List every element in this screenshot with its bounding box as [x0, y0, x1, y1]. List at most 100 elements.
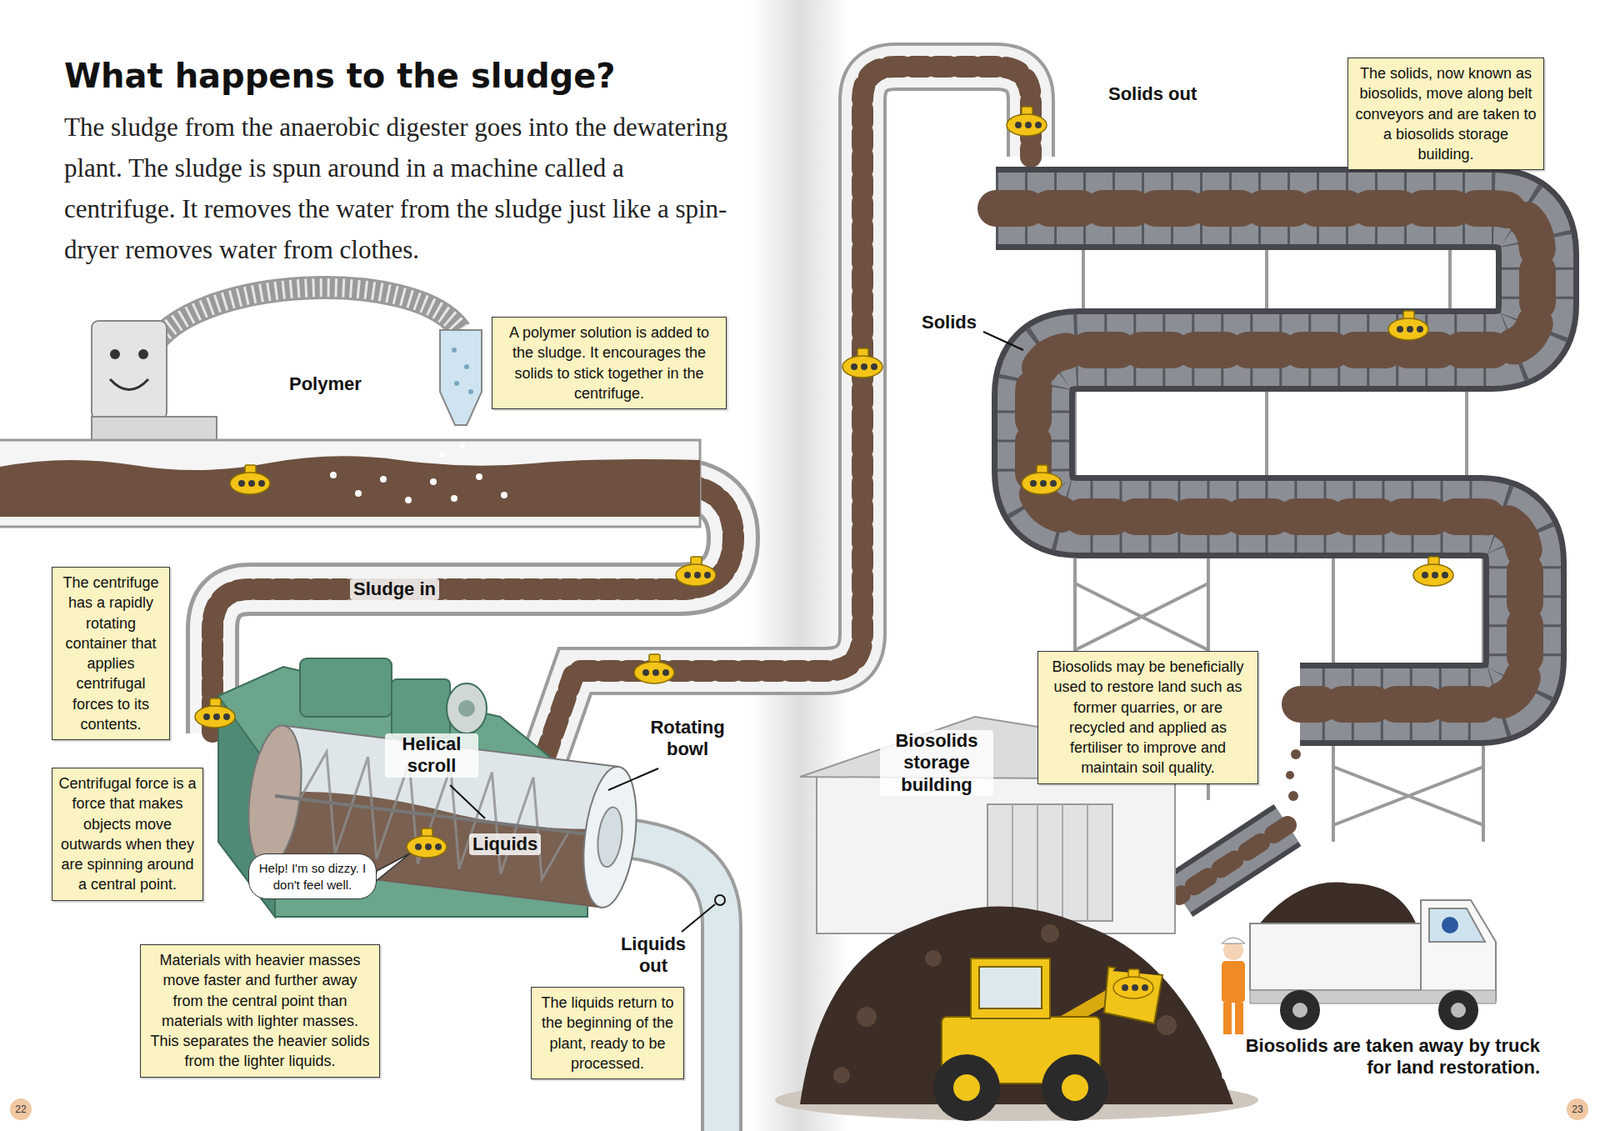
- front-loader-part: [970, 958, 1050, 1019]
- submarines-part: [1388, 310, 1429, 340]
- submarines-part: [195, 698, 235, 728]
- intro-text: The sludge from the anaerobic digester g…: [64, 106, 740, 270]
- speech-bubble: Help! I'm so dizzy. I don't feel well.: [248, 853, 377, 900]
- submarines-part: [1006, 106, 1047, 136]
- sludge-pipe-part: [330, 471, 337, 479]
- biosolids-pile-part: [833, 1066, 850, 1084]
- centrifuge-part: [446, 683, 487, 734]
- belt-conveyor-part: [995, 208, 1538, 705]
- conveyor-legs-part: [1448, 250, 1452, 317]
- worker-part: [1223, 1002, 1232, 1035]
- sludge-pipe-part: [439, 451, 445, 457]
- page-number: 23: [1566, 1098, 1589, 1120]
- bubble-tail: [375, 853, 410, 882]
- page-number: 22: [10, 1098, 32, 1120]
- conveyor-legs-part: [1333, 766, 1484, 825]
- submarines-part: [675, 556, 716, 586]
- callout-box: The liquids return to the beginning of t…: [530, 986, 685, 1080]
- front-loader-part: [1061, 1074, 1089, 1101]
- belt-conveyor-part: [995, 208, 1538, 705]
- centrifuge-part-part: [595, 805, 626, 869]
- callout-box: The solids, now known as biosolids, move…: [1347, 57, 1545, 170]
- callout-text: The liquids return to the beginning of t…: [537, 992, 678, 1074]
- belt-conveyor-part: [995, 208, 1538, 705]
- part-label: Polymer: [285, 373, 365, 395]
- liquids-pipe-part: [610, 836, 722, 1131]
- callout-text: Centrifugal force is a force that makes …: [58, 773, 197, 895]
- belt-conveyor-part: [1285, 770, 1295, 780]
- polymer-machine-part: [110, 379, 149, 390]
- part-label: Rotating bowl: [635, 716, 740, 761]
- belt-conveyor-part: [1179, 825, 1288, 896]
- note-text: Biosolids are taken away by truck for la…: [1221, 1035, 1544, 1080]
- centrifuge-part: [458, 700, 475, 717]
- callout-box: The centrifuge has a rapidly rotating co…: [51, 566, 170, 740]
- callout-box: A polymer solution is added to the sludg…: [491, 316, 727, 410]
- sludge-pipe-part: [430, 478, 437, 485]
- front-loader-part: [933, 1054, 1000, 1121]
- part-label: Liquids: [469, 833, 541, 855]
- leader-lines-part: [983, 331, 1024, 350]
- submarines-part: [1113, 969, 1154, 999]
- leader-lines: [450, 331, 1024, 932]
- belt-conveyor-part: [1179, 825, 1288, 896]
- truck-part: [1250, 923, 1421, 990]
- callout-text: The solids, now known as biosolids, move…: [1354, 63, 1538, 165]
- polymer-machine-part: [138, 349, 149, 360]
- polymer-machine-part: [454, 380, 460, 386]
- conveyor-legs-part: [1075, 583, 1209, 650]
- sludge-pipe-part: [405, 496, 412, 504]
- polymer-machine-part: [91, 416, 217, 442]
- callout-text: Biosolids may be beneficially used to re…: [1044, 656, 1252, 779]
- callout-box: Biosolids may be beneficially used to re…: [1037, 650, 1259, 785]
- leader-lines-part: [450, 785, 485, 819]
- centrifuge-part: [300, 658, 392, 717]
- polymer-machine-part: [464, 364, 470, 370]
- sludge-pipe-part: [475, 473, 483, 480]
- truck-part: [1438, 990, 1479, 1030]
- page-title: What happens to the sludge?: [64, 56, 615, 95]
- conveyor-legs-part: [1465, 391, 1469, 484]
- callout-text: Materials with heavier masses move faste…: [146, 950, 374, 1072]
- biosolids-pile: [775, 906, 1259, 1122]
- sludge-pipe-part: [0, 455, 700, 517]
- biosolids-pile-part: [925, 950, 942, 967]
- worker-part: [1235, 1002, 1244, 1035]
- biosolids-pile-part: [800, 906, 1234, 1105]
- truck-part: [1450, 1002, 1466, 1018]
- truck-part: [1429, 908, 1485, 942]
- sludge-pipe-part: [450, 495, 458, 502]
- part-label: Helical scroll: [385, 733, 479, 778]
- conveyor-legs-part: [1265, 391, 1269, 484]
- front-loader: [933, 958, 1163, 1121]
- polymer-machine-part: [468, 389, 474, 395]
- conveyor-legs-part: [1265, 250, 1269, 317]
- part-label: Liquids out: [606, 933, 700, 978]
- leader-lines-part: [715, 895, 725, 905]
- page-fold: [750, 0, 850, 1131]
- polymer-machine-part: [440, 330, 482, 425]
- truck-part: [1258, 882, 1417, 925]
- callout-box: Materials with heavier masses move faste…: [140, 944, 380, 1078]
- leader-lines-part: [681, 904, 715, 932]
- front-loader-part: [979, 966, 1042, 1009]
- worker: [1221, 937, 1245, 1035]
- truck: [1250, 882, 1496, 1030]
- belt-conveyor-part: [1288, 790, 1299, 801]
- belt-conveyor-part: [1179, 825, 1288, 896]
- callout-box: Centrifugal force is a force that makes …: [51, 767, 204, 901]
- truck-part: [1292, 1002, 1308, 1018]
- submarines-part: [406, 828, 447, 858]
- centrifuge-part-part: [576, 763, 644, 910]
- part-label: Solids out: [1105, 83, 1200, 105]
- part-label: Biosolids storage building: [880, 730, 994, 796]
- truck-part: [1441, 916, 1459, 934]
- polymer-machine-part: [110, 349, 120, 360]
- polymer-machine-part: [91, 320, 167, 420]
- worker-part: [1221, 937, 1245, 944]
- conveyor-legs-part: [1481, 745, 1485, 842]
- front-loader-part: [1041, 1054, 1109, 1121]
- storage-building-part: [1061, 804, 1064, 921]
- truck-part: [1420, 900, 1496, 1000]
- belt-conveyor-part: [1290, 749, 1301, 760]
